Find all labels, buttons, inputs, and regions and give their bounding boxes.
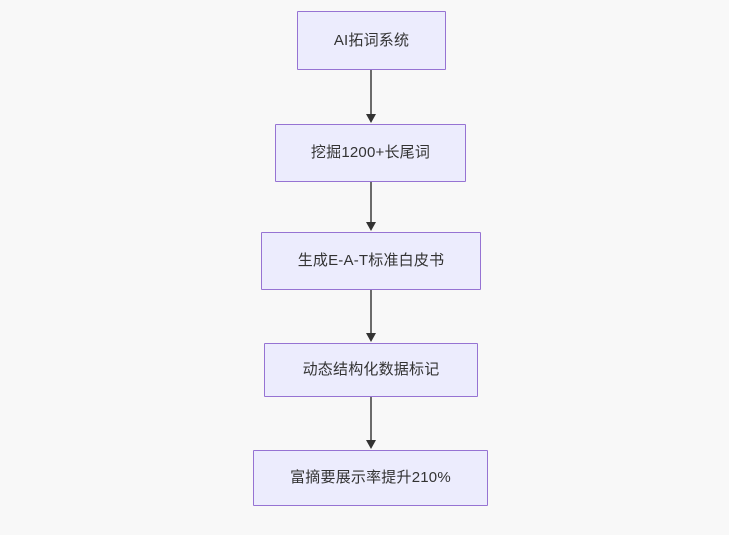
flow-edge-2-to-3	[370, 182, 372, 224]
flow-edge-4-to-5	[370, 397, 372, 442]
flow-node-label: 挖掘1200+长尾词	[310, 144, 431, 162]
flow-node-dynamic-structured-data-markup[interactable]: 动态结构化数据标记	[264, 343, 478, 397]
flow-edge-3-to-4	[370, 290, 372, 335]
flow-node-label: 生成E-A-T标准白皮书	[297, 252, 445, 270]
flow-node-mine-longtail-keywords[interactable]: 挖掘1200+长尾词	[275, 124, 466, 182]
flow-node-ai-keyword-system[interactable]: AI拓词系统	[297, 11, 446, 70]
flow-node-label: AI拓词系统	[333, 31, 410, 49]
arrow-down-icon	[365, 440, 376, 449]
arrow-down-icon	[365, 222, 376, 231]
flow-node-label: 富摘要展示率提升210%	[290, 469, 451, 487]
flow-node-rich-snippet-impression-lift[interactable]: 富摘要展示率提升210%	[253, 450, 488, 506]
flow-node-generate-eat-whitepaper[interactable]: 生成E-A-T标准白皮书	[261, 232, 481, 290]
arrow-down-icon	[365, 333, 376, 342]
flow-edge-1-to-2	[370, 70, 372, 116]
flow-node-label: 动态结构化数据标记	[302, 361, 440, 379]
arrow-down-icon	[365, 114, 376, 123]
